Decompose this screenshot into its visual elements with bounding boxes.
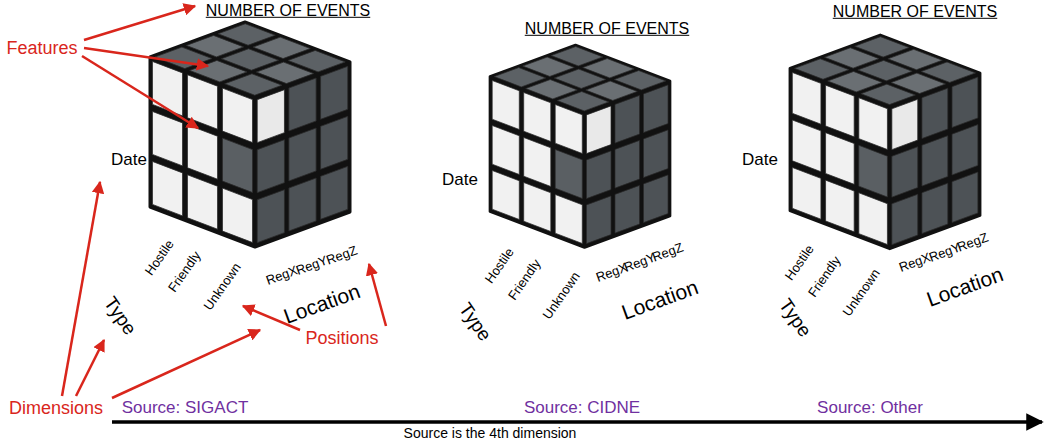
leader-lines	[62, 6, 386, 398]
leader-line	[84, 6, 195, 40]
position-label: Unknown	[201, 261, 244, 314]
callout-label: Features	[6, 38, 77, 59]
position-label: RegZ	[956, 231, 991, 256]
position-label: Hostile	[782, 242, 817, 283]
axis-label: Date	[742, 150, 778, 170]
axis-label: Location	[924, 262, 1007, 312]
position-label: Unknown	[840, 267, 883, 320]
leader-line	[62, 182, 100, 396]
source-axis-arrow	[112, 420, 1042, 424]
position-label: RegZ	[325, 244, 360, 269]
cube-sigact	[150, 22, 350, 247]
position-label: Hostile	[142, 237, 177, 278]
source-label: Source: CIDNE	[524, 398, 640, 418]
source-label: Source: SIGACT	[122, 398, 249, 418]
source-label: Source: Other	[817, 398, 923, 418]
cube-cidne	[490, 45, 670, 248]
axis-label: Type	[99, 293, 141, 339]
caption-label: Source is the 4th dimension	[404, 425, 577, 441]
callout-label: Dimensions	[9, 398, 103, 419]
column-title: NUMBER OF EVENTS	[833, 3, 997, 21]
position-label: Hostile	[482, 245, 517, 286]
position-label: RegZ	[651, 241, 686, 266]
leader-line	[84, 48, 208, 66]
column-title: NUMBER OF EVENTS	[525, 20, 689, 38]
axis-label: Date	[111, 150, 147, 170]
position-label: RegY	[294, 253, 330, 278]
position-label: Friendly	[806, 254, 845, 300]
leader-line	[82, 56, 198, 128]
axis-label: Location	[281, 279, 364, 329]
column-title: NUMBER OF EVENTS	[206, 2, 370, 20]
leader-line	[112, 330, 260, 398]
position-label: Unknown	[540, 270, 583, 323]
axis-label: Date	[442, 170, 478, 190]
position-label: Friendly	[506, 257, 545, 303]
position-label: Friendly	[166, 249, 205, 295]
callout-label: Positions	[305, 328, 378, 349]
axis-label: Location	[619, 275, 702, 325]
axis-label: Type	[454, 299, 496, 345]
leader-line	[369, 264, 386, 326]
cube-other	[790, 35, 980, 249]
axis-label: Type	[774, 295, 816, 341]
leader-line	[76, 340, 104, 396]
